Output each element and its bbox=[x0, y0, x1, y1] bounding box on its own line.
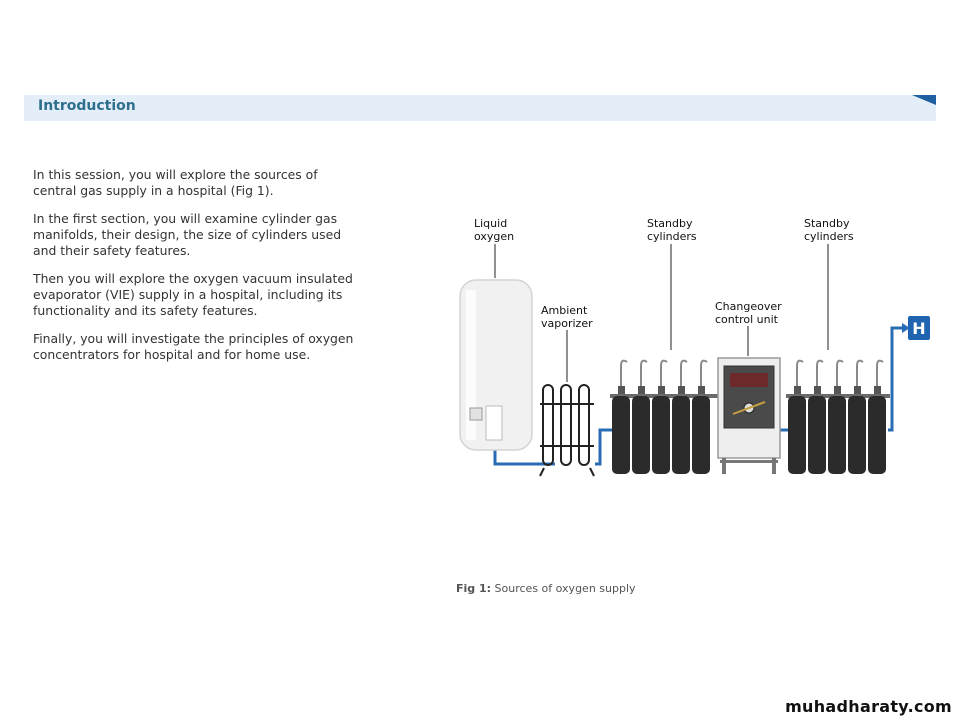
ambient-vaporizer bbox=[539, 384, 595, 477]
oxygen-supply-figure: H Liquid oxygen Ambient vaporizer Standb… bbox=[440, 200, 950, 500]
header-corner-decoration bbox=[912, 95, 936, 105]
label-ambient-vaporizer: Ambient vaporizer bbox=[541, 304, 593, 330]
hospital-sign-icon bbox=[908, 316, 930, 340]
section-header: Introduction bbox=[24, 95, 936, 121]
cylinder-bank-left bbox=[610, 359, 722, 474]
paragraph: In this session, you will explore the so… bbox=[33, 167, 318, 198]
label-liquid-oxygen: Liquid oxygen bbox=[474, 217, 515, 243]
label-standby-cylinders-left: Standby cylinders bbox=[647, 217, 697, 243]
changeover-control-unit bbox=[717, 357, 781, 474]
label-standby-cylinders-right: Standby cylinders bbox=[804, 217, 854, 243]
paragraph: In the first section, you will examine c… bbox=[33, 211, 342, 258]
supply-pipe bbox=[493, 326, 902, 466]
cylinder-bank-right bbox=[786, 359, 890, 474]
label-changeover-control-unit: Changeover control unit bbox=[715, 300, 782, 326]
pipe-arrow-icon bbox=[902, 323, 910, 333]
liquid-oxygen-tank bbox=[459, 279, 533, 451]
paragraph: Finally, you will investigate the princi… bbox=[33, 331, 354, 362]
section-title: Introduction bbox=[38, 98, 136, 114]
intro-text: In this session, you will explore the so… bbox=[33, 167, 363, 375]
paragraph: Then you will explore the oxygen vacuum … bbox=[33, 271, 353, 318]
watermark: muhadharaty.com bbox=[785, 697, 952, 716]
caption-label: Fig 1: bbox=[456, 582, 492, 595]
figure-caption: Fig 1: Sources of oxygen supply bbox=[456, 582, 636, 595]
hospital-sign-letter: H bbox=[912, 319, 925, 338]
oxygen-supply-diagram: H bbox=[459, 244, 930, 477]
caption-text: Sources of oxygen supply bbox=[494, 582, 636, 595]
